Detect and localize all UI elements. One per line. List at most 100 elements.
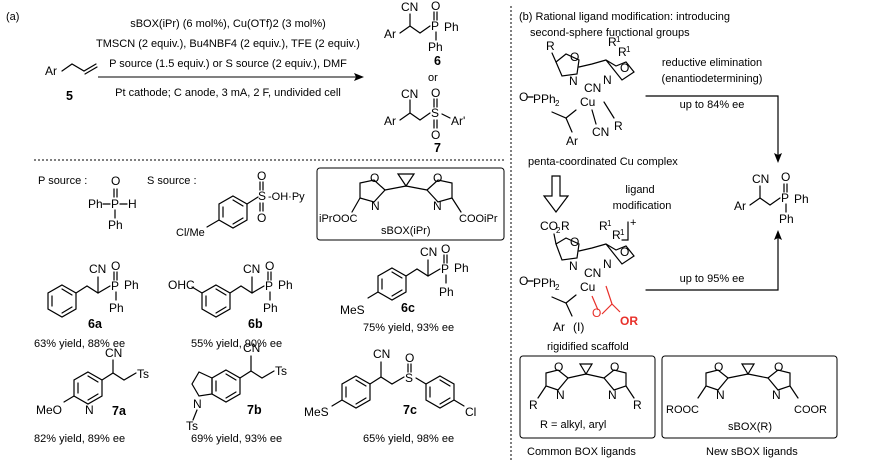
- svg-text:CO: CO: [540, 219, 558, 233]
- svg-text:Ar: Ar: [553, 320, 565, 334]
- svg-text:P: P: [431, 19, 439, 33]
- svg-text:Cl: Cl: [465, 405, 476, 419]
- svg-text:CN: CN: [584, 81, 601, 95]
- svg-text:MeS: MeS: [304, 405, 329, 419]
- svg-text:O: O: [620, 245, 629, 259]
- step-1-line-2: (enantiodetermining): [662, 73, 763, 85]
- svg-text:O: O: [774, 360, 783, 374]
- svg-text:O: O: [519, 274, 528, 288]
- new-sbox-caption: New sBOX ligands: [706, 446, 798, 458]
- product-7-label: 7: [434, 141, 441, 155]
- svg-text:N: N: [716, 388, 725, 402]
- new-sbox-ligand-box: [661, 355, 838, 439]
- svg-text:1: 1: [616, 35, 621, 44]
- svg-text:CN: CN: [373, 347, 390, 361]
- product-6c-structure: MeS CN P O Ph Ph: [340, 242, 469, 317]
- svg-text:R: R: [561, 219, 570, 233]
- svg-text:N: N: [603, 73, 612, 87]
- svg-text:O: O: [570, 235, 579, 249]
- product-7b-label: 7b: [247, 403, 262, 417]
- svg-text:S: S: [405, 371, 413, 385]
- product-7b-result: 69% yield, 93% ee: [191, 433, 282, 445]
- step-1-ee: up to 84% ee: [680, 99, 745, 111]
- svg-text:N: N: [569, 259, 578, 273]
- svg-text:N: N: [371, 199, 380, 213]
- svg-text:1: 1: [607, 219, 612, 228]
- svg-text:R: R: [612, 228, 621, 242]
- svg-text:Ph: Ph: [454, 261, 469, 275]
- svg-text:PPh: PPh: [533, 92, 556, 106]
- svg-text:O: O: [431, 128, 440, 142]
- svg-text:O: O: [610, 360, 619, 374]
- svg-text:O: O: [405, 351, 414, 365]
- svg-text:N: N: [569, 74, 578, 88]
- s-source-title: S source :: [147, 175, 197, 187]
- svg-text:R: R: [529, 398, 538, 412]
- new-sbox-name: sBOX(R): [728, 421, 772, 433]
- svg-text:Ph: Ph: [428, 40, 443, 54]
- sbox-ligand-name: sBOX(iPr): [381, 225, 431, 237]
- sbox-ligand-structure: O N O N: [351, 171, 462, 213]
- p-source-title: P source :: [38, 175, 87, 187]
- svg-text:Ts: Ts: [137, 367, 149, 381]
- svg-text:Ph: Ph: [109, 301, 124, 315]
- svg-text:O: O: [370, 171, 379, 185]
- product-6b-label: 6b: [248, 317, 263, 331]
- step-1-arrow: [645, 95, 779, 157]
- svg-text:N: N: [772, 388, 781, 402]
- svg-text:O: O: [433, 171, 442, 185]
- svg-text:Ar': Ar': [451, 114, 465, 128]
- s-source-tail: -OH·Py: [268, 191, 305, 203]
- svg-text:2: 2: [556, 226, 561, 235]
- product-7c-structure: MeS CN S O Cl: [304, 347, 476, 419]
- sbox-ligand-left-group: iPrOOC: [319, 213, 358, 225]
- svg-text:1: 1: [626, 45, 631, 54]
- svg-text:OR: OR: [620, 314, 638, 328]
- svg-text:R: R: [599, 219, 608, 233]
- product-7a-result: 82% yield, 89% ee: [34, 433, 125, 445]
- svg-text:O: O: [441, 242, 450, 256]
- svg-text:Ph: Ph: [124, 278, 139, 292]
- svg-text:N: N: [193, 397, 202, 411]
- svg-text:O: O: [111, 259, 120, 273]
- svg-text:P: P: [111, 197, 119, 211]
- product-6b-result: 55% yield, 90% ee: [191, 338, 282, 350]
- svg-text:Ar: Ar: [734, 199, 746, 213]
- svg-text:P: P: [265, 279, 273, 293]
- svg-text:PPh: PPh: [533, 276, 556, 290]
- condition-line-1: sBOX(iPr) (6 mol%), Cu(OTf)2 (3 mol%): [130, 18, 326, 30]
- svg-text:CN: CN: [401, 87, 418, 101]
- modification-line-2: modification: [613, 200, 672, 212]
- svg-text:2: 2: [555, 99, 560, 108]
- common-box-ligand-structure: O N O N R R: [529, 360, 642, 412]
- svg-text:Ar: Ar: [566, 134, 578, 148]
- step-1-arrowhead: [774, 153, 782, 163]
- svg-text:CN: CN: [105, 346, 122, 360]
- product-7a-structure: N MeO CN Ts: [36, 346, 149, 417]
- product-6-label: 6: [434, 54, 441, 68]
- step-2-ee: up to 95% ee: [680, 273, 745, 285]
- svg-text:O: O: [257, 169, 266, 183]
- svg-text:O: O: [570, 50, 579, 64]
- svg-text:R: R: [614, 119, 623, 133]
- s-source-substituent: Cl/Me: [176, 227, 205, 239]
- svg-text:P: P: [781, 191, 789, 205]
- condition-line-2: TMSCN (2 equiv.), Bu4NBF4 (2 equiv.), TF…: [96, 38, 360, 50]
- svg-text:R: R: [546, 39, 555, 53]
- common-box-caption: Common BOX ligands: [527, 446, 636, 458]
- product-6b-structure: OHC CN P O Ph Ph: [168, 259, 293, 318]
- svg-text:OHC: OHC: [168, 278, 195, 292]
- common-box-ligand-box: [519, 355, 656, 439]
- svg-text:Ph: Ph: [439, 285, 454, 299]
- svg-text:Ts: Ts: [186, 419, 198, 433]
- product-7-structure: Ar CN S O O Ar': [384, 86, 465, 142]
- panel-a-tag: (a): [6, 11, 19, 23]
- reaction-arrowhead: [354, 73, 364, 81]
- new-sbox-left-group: ROOC: [666, 404, 699, 416]
- svg-text:Ar: Ar: [384, 27, 396, 41]
- svg-text:R: R: [618, 45, 627, 59]
- sbox-ligand-right-group: COOiPr: [459, 213, 498, 225]
- panel-b-product-structure: Ar CN P O Ph Ph: [734, 170, 809, 226]
- modification-arrow: [542, 175, 570, 213]
